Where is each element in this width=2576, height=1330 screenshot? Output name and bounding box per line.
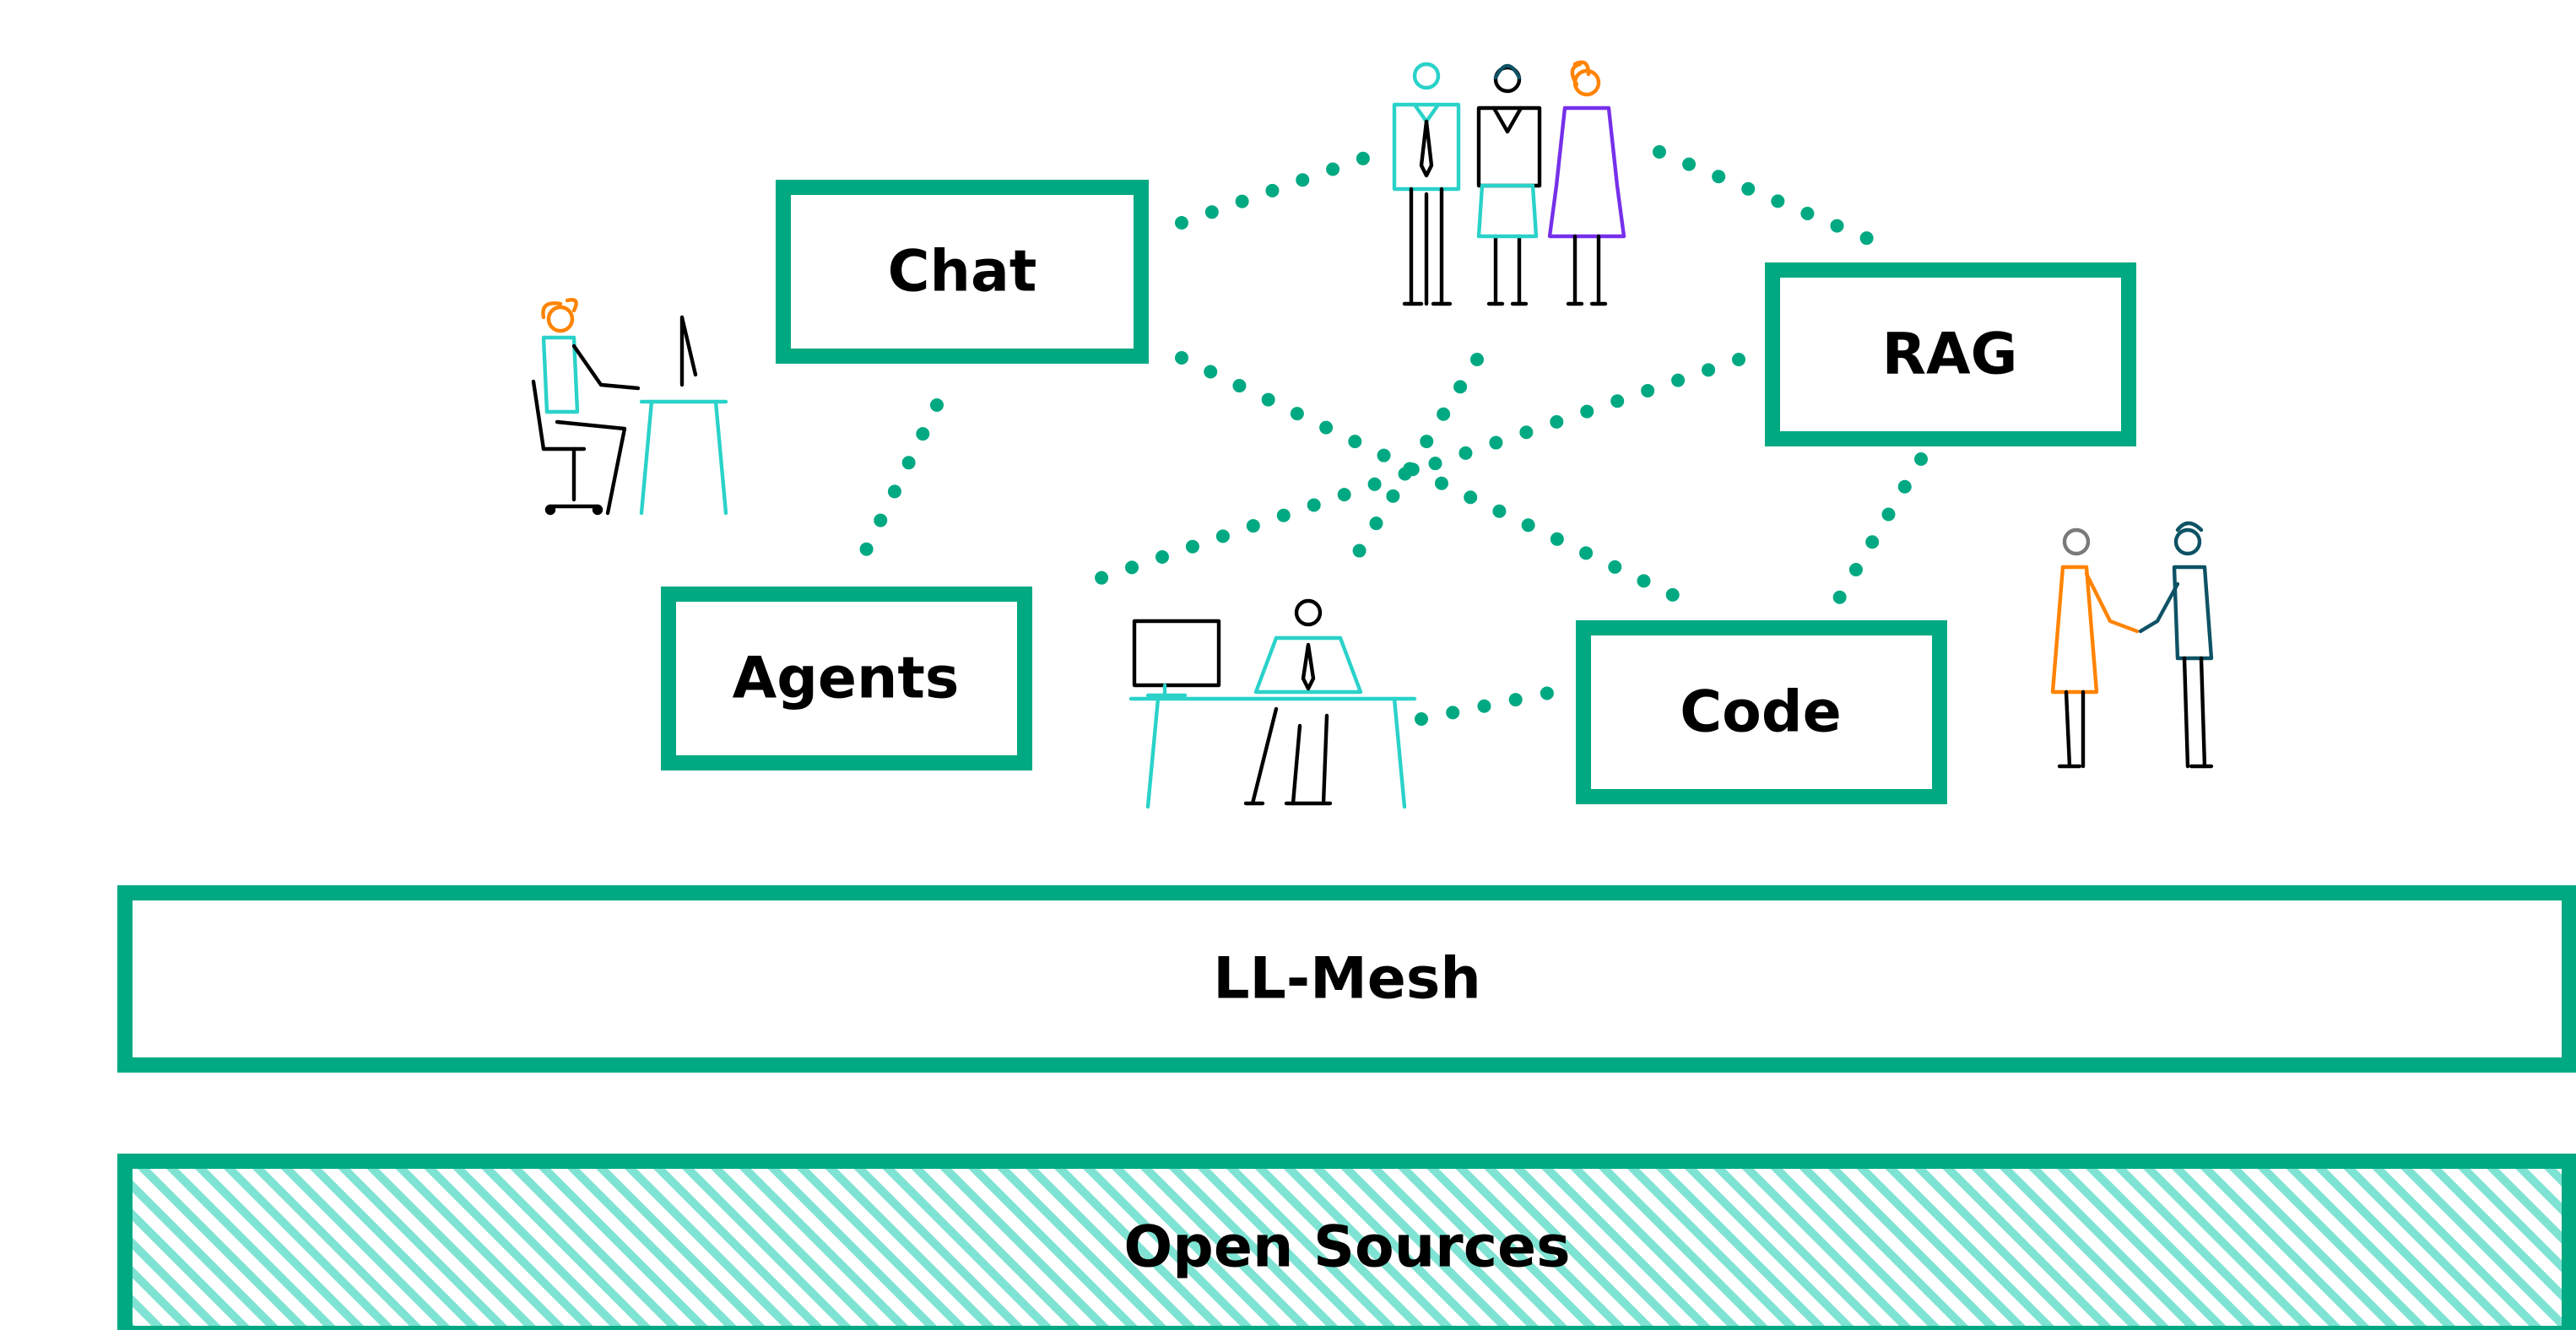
people-group-icon	[1392, 60, 1626, 306]
ll-mesh-layer: LL-Mesh	[117, 885, 2576, 1073]
open-sources-box	[117, 1154, 2576, 1330]
chat-label: Chat	[888, 239, 1037, 305]
chat-node: Chat	[776, 180, 1149, 364]
rag-label: RAG	[1882, 322, 2018, 388]
connector-rag-code	[1830, 452, 1928, 609]
open-sources-layer: Open Sources	[117, 1154, 2576, 1330]
code-box	[1576, 620, 1947, 804]
ll-mesh-box	[117, 885, 2576, 1073]
man-at-desk-icon	[1128, 598, 1417, 809]
connector-chat-code	[1175, 351, 1681, 603]
seated-woman-at-computer-icon	[531, 298, 728, 516]
connector-people-desk	[1349, 353, 1484, 564]
connectors	[858, 145, 1928, 726]
agents-label: Agents	[733, 646, 960, 712]
rag-box	[1765, 262, 2136, 446]
rag-node: RAG	[1765, 262, 2136, 446]
connector-chat-people	[1175, 150, 1374, 230]
code-node: Code	[1576, 620, 1947, 804]
connector-chat-agents	[858, 398, 944, 560]
handshake-people-icon	[2050, 521, 2214, 769]
connector-desk-code	[1415, 685, 1560, 726]
chat-box	[776, 180, 1149, 364]
agents-node: Agents	[661, 587, 1032, 770]
code-label: Code	[1680, 679, 1841, 746]
open-sources-label: Open Sources	[1123, 1214, 1570, 1281]
agents-box	[661, 587, 1032, 770]
connector-people-rag	[1653, 145, 1877, 246]
ll-mesh-label: LL-Mesh	[1213, 946, 1481, 1013]
